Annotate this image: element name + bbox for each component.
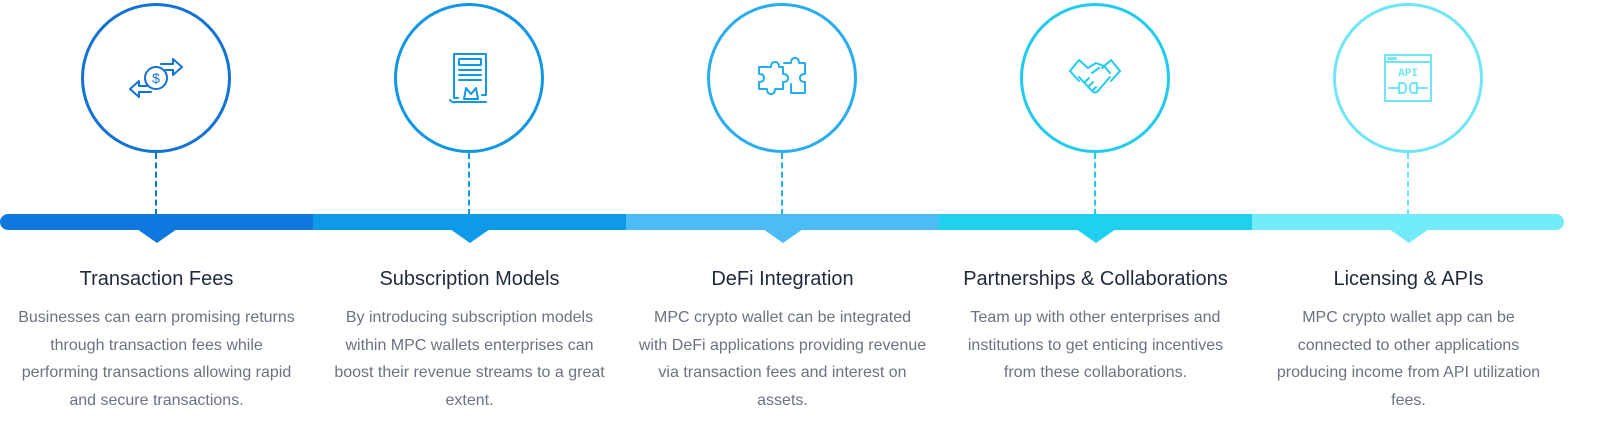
svg-text:$: $ — [152, 70, 160, 86]
svg-text:API: API — [1398, 68, 1418, 80]
timeline-step-subscription-models: Subscription Models By introducing subsc… — [313, 0, 626, 421]
timeline-bar-segment-1 — [0, 214, 313, 230]
step-description: MPC crypto wallet can be integrated with… — [638, 309, 927, 409]
timeline-step-defi-integration: DeFi Integration MPC crypto wallet can b… — [626, 0, 939, 421]
timeline-pointer — [1389, 229, 1429, 243]
timeline-bar-segment-3 — [626, 214, 939, 230]
icon-circle: API — [1333, 3, 1483, 153]
icon-circle: $ — [81, 3, 231, 153]
timeline-bar-segment-2 — [313, 214, 626, 230]
icon-circle — [707, 3, 857, 153]
step-title: Licensing & APIs — [1333, 268, 1484, 290]
connector-line — [468, 153, 470, 215]
step-title: DeFi Integration — [711, 268, 854, 290]
step-title: Subscription Models — [379, 268, 560, 290]
icon-circle — [394, 3, 544, 153]
step-description: By introducing subscription models withi… — [334, 309, 605, 409]
timeline-pointer — [1076, 229, 1116, 243]
timeline-bar-segment-5 — [1252, 214, 1564, 230]
icon-circle — [1020, 3, 1170, 153]
connector-line — [1094, 153, 1096, 215]
connector-line — [781, 153, 783, 215]
timeline-step-partnerships: Partnerships & Collaborations Team up wi… — [939, 0, 1252, 421]
step-title: Partnerships & Collaborations — [963, 268, 1228, 290]
handshake-icon — [1069, 59, 1121, 94]
timeline-bar-segment-4 — [939, 214, 1252, 230]
puzzle-icon — [758, 57, 806, 95]
step-description: Businesses can earn promising returns th… — [18, 309, 295, 409]
certificate-document-icon — [449, 53, 487, 104]
step-description: Team up with other enterprises and insti… — [967, 309, 1224, 381]
timeline-pointer — [450, 229, 490, 243]
step-title: Transaction Fees — [79, 268, 234, 290]
step-description: MPC crypto wallet app can be connected t… — [1276, 309, 1541, 409]
timeline-step-licensing-apis: API Licensing & APIs MPC crypto wallet a… — [1252, 0, 1565, 421]
connector-line — [1407, 153, 1409, 215]
timeline-step-transaction-fees: $ Transaction Fees Businesses can earn p… — [0, 0, 313, 421]
currency-exchange-icon: $ — [129, 58, 183, 98]
timeline-pointer — [137, 229, 177, 243]
connector-line — [155, 153, 157, 215]
api-browser-icon: API — [1384, 54, 1432, 102]
timeline-pointer — [763, 229, 803, 243]
